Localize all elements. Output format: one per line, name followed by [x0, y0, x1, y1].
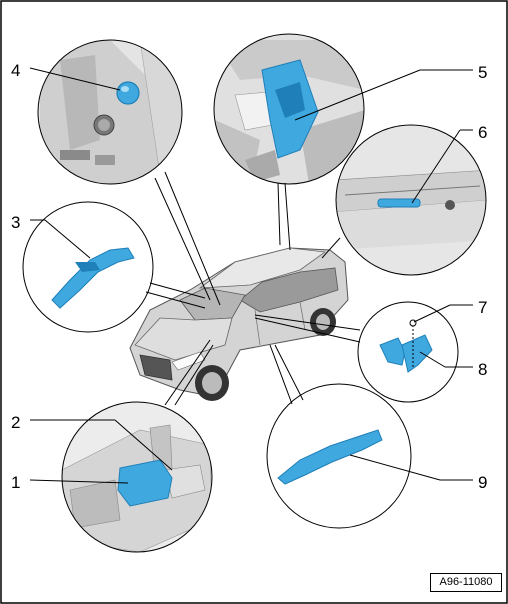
leader-lines [29, 67, 473, 484]
figure-id-label: A96-11080 [430, 573, 502, 592]
callout-7: 7 [478, 298, 487, 317]
callout-1: 1 [11, 473, 20, 492]
detail-circle-9 [266, 383, 412, 529]
callout-9: 9 [478, 473, 487, 492]
detail-circle-4 [37, 39, 183, 185]
connector-lines [145, 171, 361, 406]
callout-4: 4 [11, 61, 20, 80]
callout-5: 5 [478, 63, 487, 82]
callout-3: 3 [11, 213, 20, 232]
car-illustration [129, 247, 349, 401]
callout-2: 2 [11, 413, 20, 432]
detail-circle-1-2 [61, 401, 213, 553]
detail-circle-8 [357, 301, 459, 403]
detail-circle-6 [335, 124, 487, 276]
detail-circle-3 [22, 201, 154, 333]
callout-6: 6 [478, 123, 487, 142]
detail-circle-5 [213, 33, 365, 185]
callout-8: 8 [478, 360, 487, 379]
